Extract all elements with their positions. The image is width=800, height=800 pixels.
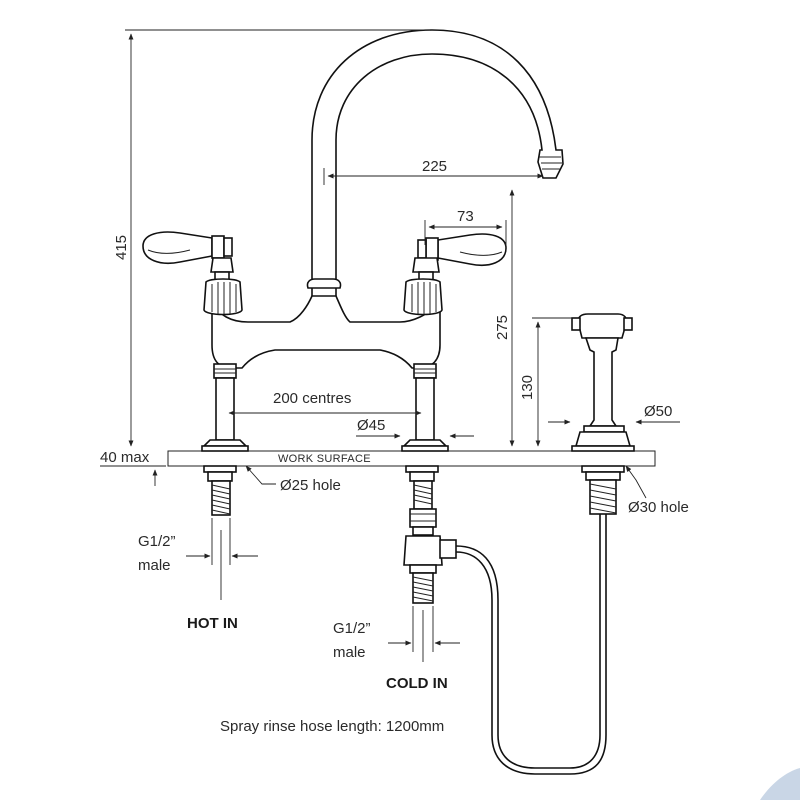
spray-hose xyxy=(455,514,607,775)
hot-tail xyxy=(203,465,237,516)
hot-in-label: HOT IN xyxy=(187,615,238,632)
dim-tap-hole: Ø25 hole xyxy=(245,465,341,494)
dim-spray-height: 130 xyxy=(519,317,572,447)
dim-cold-thread: G1/2” male xyxy=(333,606,460,662)
cold-thread-label-1: G1/2” xyxy=(333,620,371,637)
dim-25hole-label: Ø25 hole xyxy=(280,477,341,494)
hot-tap-handle xyxy=(142,231,243,316)
dim-centres-label: 200 centres xyxy=(273,390,351,407)
cold-leg xyxy=(401,363,449,452)
dim-spout-reach: 225 xyxy=(323,158,544,185)
dim-30hole-label: Ø30 hole xyxy=(628,499,689,516)
dim-225-label: 225 xyxy=(422,158,447,175)
dim-40max-label: 40 max xyxy=(100,449,150,466)
dim-centres: 200 centres xyxy=(228,390,422,416)
spray-handset xyxy=(571,313,635,515)
dim-body-diameter: Ø45 xyxy=(356,417,474,439)
cold-tap-handle xyxy=(403,233,507,316)
dim-415-label: 415 xyxy=(113,235,130,260)
dim-max-deck: 40 max xyxy=(100,449,166,486)
dim-spray-diameter: Ø50 xyxy=(548,403,680,425)
cold-in-label: COLD IN xyxy=(386,675,448,692)
work-surface xyxy=(167,450,656,467)
dim-hot-thread: G1/2” male xyxy=(138,518,258,600)
dim-handle-offset: 73 xyxy=(424,208,507,248)
hot-leg xyxy=(201,363,249,452)
hose-length-note: Spray rinse hose length: 1200mm xyxy=(220,718,444,735)
spout xyxy=(311,29,564,299)
bridge-body xyxy=(211,278,441,369)
cold-thread-label-2: male xyxy=(333,644,366,661)
dim-50-label: Ø50 xyxy=(644,403,672,420)
dim-overall-height: 415 xyxy=(113,29,430,447)
hot-thread-label-2: male xyxy=(138,557,171,574)
dim-275-label: 275 xyxy=(494,315,511,340)
work-surface-label: WORK SURFACE xyxy=(278,453,371,465)
dim-130-label: 130 xyxy=(519,375,536,400)
corner-swoosh xyxy=(760,768,800,800)
dim-45-label: Ø45 xyxy=(357,417,385,434)
dim-73-label: 73 xyxy=(457,208,474,225)
dim-spray-hole: Ø30 hole xyxy=(625,465,689,516)
cold-tail xyxy=(403,465,457,604)
dim-spout-height: 275 xyxy=(494,189,515,447)
hot-thread-label-1: G1/2” xyxy=(138,533,176,550)
